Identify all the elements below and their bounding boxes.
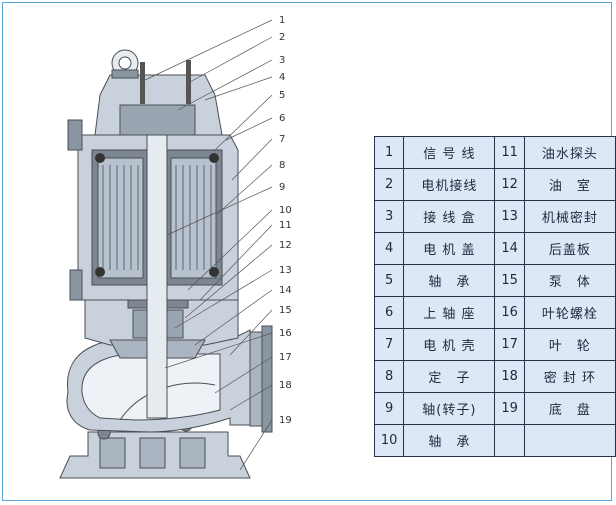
callout-12: 12 [279,240,292,251]
legend-part-name: 定 子 [403,360,496,393]
legend-body: 1 信 号 线 11 油水探头 2 电机接线 12 油 室 3 接 线 盒 13… [373,136,616,457]
legend-number: 10 [373,424,405,457]
callout-7: 7 [279,134,285,145]
legend-number: 7 [373,328,405,361]
legend-part-name: 泵 体 [523,264,616,297]
callout-14: 14 [279,285,292,296]
callout-13: 13 [279,265,292,276]
legend-part-name: 油水探头 [523,136,616,169]
legend-row: 1 信 号 线 11 油水探头 [373,136,616,169]
legend-part-name: 电机接线 [403,168,496,201]
parts-legend-table: 1 信 号 线 11 油水探头 2 电机接线 12 油 室 3 接 线 盒 13… [373,136,616,457]
callout-11: 11 [279,220,292,231]
legend-number: 9 [373,392,405,425]
legend-part-name: 机械密封 [523,200,616,233]
legend-number: 8 [373,360,405,393]
legend-part-name: 接 线 盒 [403,200,496,233]
legend-number: 3 [373,200,405,233]
legend-part-name: 油 室 [523,168,616,201]
legend-part-name: 电 机 盖 [403,232,496,265]
legend-number: 18 [494,360,525,393]
legend-number: 19 [494,392,525,425]
base-plate [59,418,251,479]
legend-part-name: 后盖板 [523,232,616,265]
callout-numbers: 1 2 3 4 5 6 7 8 9 10 11 12 13 14 15 16 1… [279,15,292,426]
legend-number: 11 [494,136,525,169]
legend-part-name: 上 轴 座 [403,296,496,329]
callout-15: 15 [279,305,292,316]
callout-3: 3 [279,55,285,66]
legend-part-name: 叶轮螺栓 [523,296,616,329]
callout-1: 1 [279,15,285,26]
shaft [146,127,168,419]
legend-empty-cell [494,424,525,457]
legend-number: 6 [373,296,405,329]
legend-row: 3 接 线 盒 13 机械密封 [373,200,616,233]
legend-empty-cell [523,424,616,457]
legend-row: 8 定 子 18 密 封 环 [373,360,616,393]
legend-number: 5 [373,264,405,297]
legend-row: 9 轴(转子) 19 底 盘 [373,392,616,425]
legend-number: 13 [494,200,525,233]
motor-cover [94,49,223,136]
legend-number: 12 [494,168,525,201]
callout-19: 19 [279,415,292,426]
callout-6: 6 [279,113,285,124]
callout-10: 10 [279,205,292,216]
legend-number: 16 [494,296,525,329]
callout-18: 18 [279,380,292,391]
legend-part-name: 信 号 线 [403,136,496,169]
legend-part-name: 轴 承 [403,264,496,297]
legend-row: 4 电 机 盖 14 后盖板 [373,232,616,265]
legend-number: 17 [494,328,525,361]
callout-lines [144,19,273,471]
legend-number: 14 [494,232,525,265]
legend-part-name: 底 盘 [523,392,616,425]
callout-17: 17 [279,352,292,363]
legend-part-name: 密 封 环 [523,360,616,393]
legend-row: 5 轴 承 15 泵 体 [373,264,616,297]
callout-4: 4 [279,72,285,83]
legend-number: 4 [373,232,405,265]
legend-row: 2 电机接线 12 油 室 [373,168,616,201]
callout-9: 9 [279,182,285,193]
callout-16: 16 [279,328,292,339]
callout-2: 2 [279,32,285,43]
legend-part-name: 叶 轮 [523,328,616,361]
callout-5: 5 [279,90,285,101]
legend-part-name: 轴(转子) [403,392,496,425]
legend-number: 1 [373,136,405,169]
legend-part-name: 电 机 壳 [403,328,496,361]
legend-row: 7 电 机 壳 17 叶 轮 [373,328,616,361]
callout-8: 8 [279,160,285,171]
legend-number: 2 [373,168,405,201]
legend-row: 10 轴 承 [373,424,616,457]
legend-part-name: 轴 承 [403,424,496,457]
legend-number: 15 [494,264,525,297]
legend-row: 6 上 轴 座 16 叶轮螺栓 [373,296,616,329]
